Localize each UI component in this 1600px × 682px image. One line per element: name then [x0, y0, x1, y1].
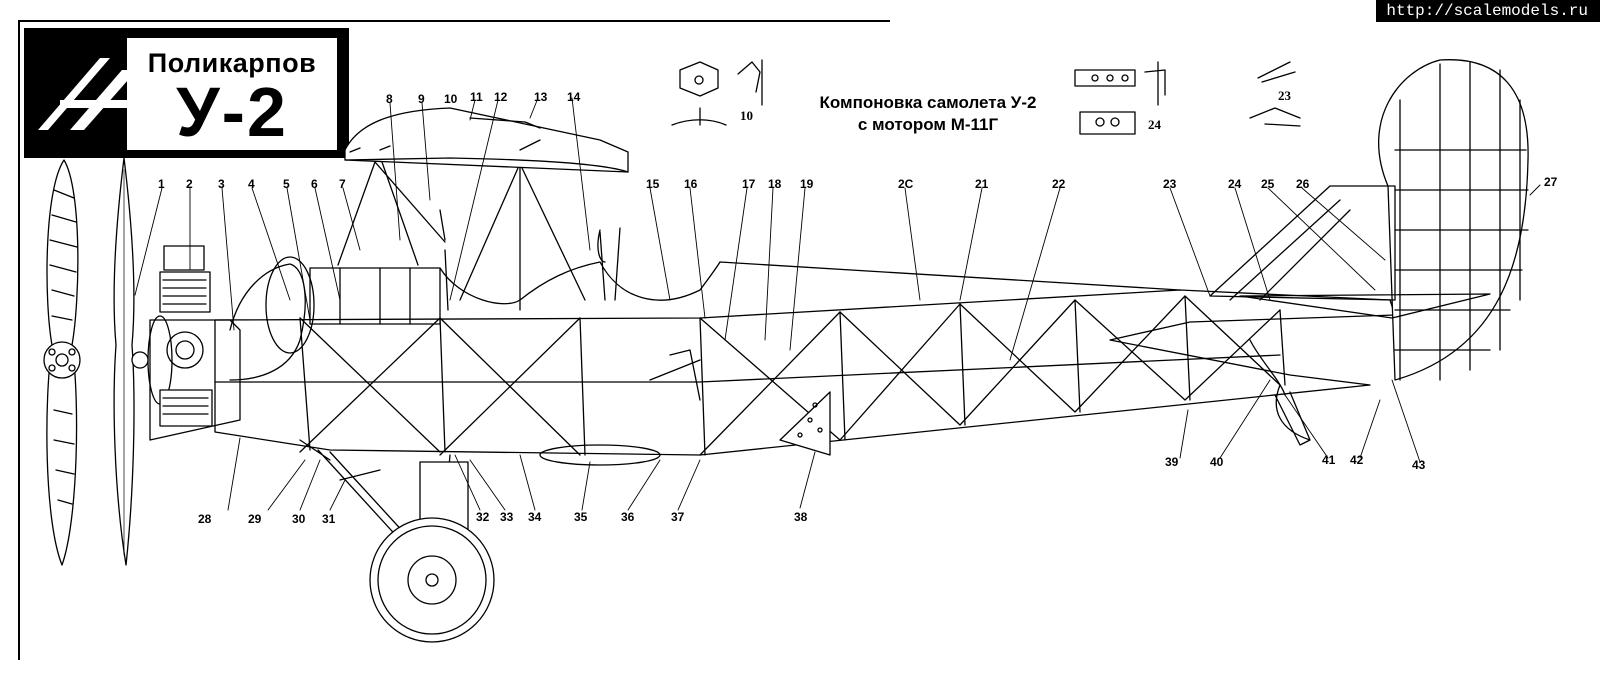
- upper-wing-section: [345, 108, 628, 172]
- propeller-side-view: [114, 158, 134, 565]
- propeller-front-view: [44, 160, 80, 565]
- callout-28: 28: [198, 512, 212, 526]
- callout-13: 13: [534, 90, 548, 104]
- callout-8: 8: [386, 92, 393, 106]
- caption-line-2: с мотором М-11Г: [857, 115, 999, 134]
- callout-33: 33: [500, 510, 514, 524]
- callout-17: 17: [742, 177, 756, 191]
- callout-42: 42: [1350, 453, 1364, 467]
- callout-10: 10: [444, 92, 458, 106]
- cabane-struts: [338, 162, 585, 310]
- callout-5: 5: [283, 177, 290, 191]
- engine-m11: [132, 246, 240, 440]
- detail-sketch-10: [672, 60, 762, 125]
- callout-12: 12: [494, 90, 508, 104]
- caption-line-1: Компоновка самолета У-2: [819, 93, 1037, 112]
- callout-34: 34: [528, 510, 542, 524]
- callout-32: 32: [476, 510, 490, 524]
- detail-label-10: 10: [740, 108, 753, 123]
- callout-38: 38: [794, 510, 808, 524]
- cowling-and-tank: [230, 257, 440, 380]
- callout-26: 26: [1296, 177, 1310, 191]
- callout-25: 25: [1261, 177, 1275, 191]
- callout-leaders: [135, 98, 1540, 510]
- drawing-caption: Компоновка самолета У-2 с мотором М-11Г: [808, 92, 1048, 136]
- callout-41: 41: [1322, 453, 1336, 467]
- source-watermark: http://scalemodels.ru: [1376, 0, 1600, 22]
- callout-18: 18: [768, 177, 782, 191]
- title-block: Поликарпов У-2: [24, 28, 349, 158]
- callout-23: 23: [1163, 177, 1177, 191]
- callout-35: 35: [574, 510, 588, 524]
- callout-11: 11: [470, 90, 483, 104]
- detail-label-23: 23: [1278, 88, 1291, 103]
- detail-label-24: 24: [1148, 117, 1161, 132]
- callout-19: 19: [800, 177, 814, 191]
- callout-20: 2C: [898, 177, 914, 191]
- tail-skid: [1250, 340, 1310, 445]
- callout-24: 24: [1228, 177, 1242, 191]
- callout-9: 9: [418, 92, 425, 106]
- callout-22: 22: [1052, 177, 1066, 191]
- callout-21: 21: [975, 177, 989, 191]
- sheet-frame-top: [18, 20, 890, 22]
- title-box: Поликарпов У-2: [127, 38, 337, 150]
- lower-wing-fittings: [540, 392, 830, 465]
- callout-40: 40: [1210, 455, 1224, 469]
- callout-31: 31: [322, 512, 336, 526]
- model-name: У-2: [176, 73, 288, 151]
- callout-30: 30: [292, 512, 306, 526]
- landing-gear: [300, 440, 494, 642]
- callout-7: 7: [339, 177, 346, 191]
- callout-1: 1: [158, 177, 165, 191]
- callout-3: 3: [218, 177, 225, 191]
- maker-name: Поликарпов: [147, 48, 317, 78]
- callout-14: 14: [567, 90, 581, 104]
- detail-sketch-24: [1075, 62, 1165, 134]
- callout-36: 36: [621, 510, 635, 524]
- callout-27: 27: [1544, 175, 1558, 189]
- callout-29: 29: [248, 512, 262, 526]
- cockpits-and-decking: [440, 228, 1180, 400]
- callout-2: 2: [186, 177, 193, 191]
- callout-6: 6: [311, 177, 318, 191]
- callout-43: 43: [1412, 458, 1426, 472]
- callout-15: 15: [646, 177, 660, 191]
- callout-39: 39: [1165, 455, 1179, 469]
- publisher-logo-icon: [38, 58, 128, 130]
- callout-4: 4: [248, 177, 255, 191]
- vertical-tail-rudder: [1210, 60, 1528, 380]
- callout-16: 16: [684, 177, 698, 191]
- callout-37: 37: [671, 510, 685, 524]
- sheet-frame-left: [18, 20, 20, 660]
- detail-sketch-23: [1250, 62, 1300, 126]
